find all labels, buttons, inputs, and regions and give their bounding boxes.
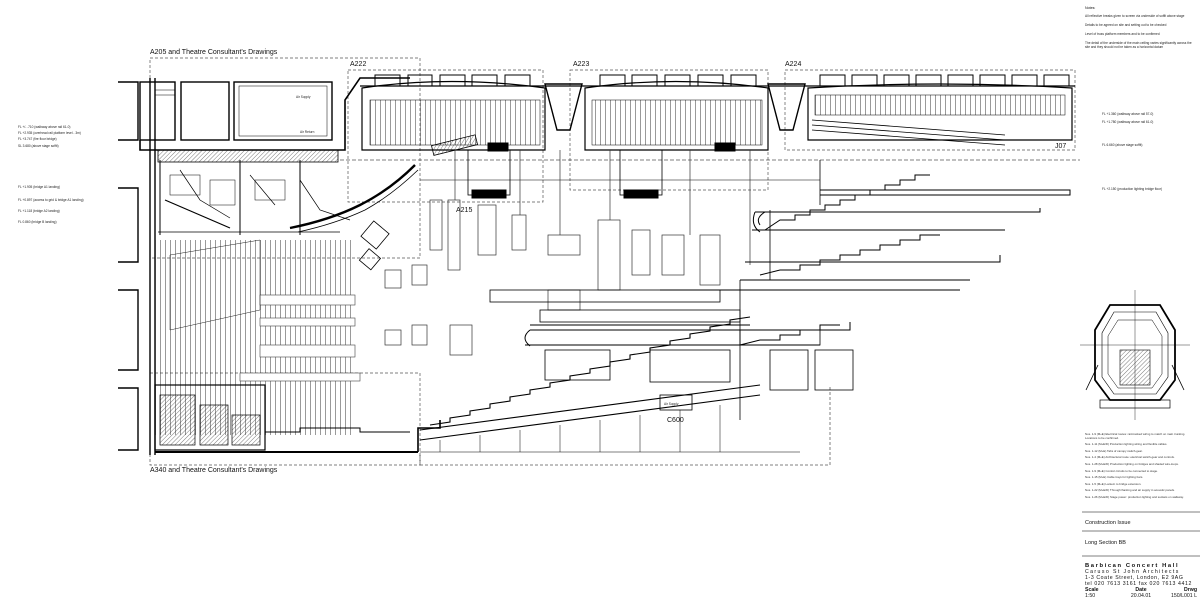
scale-value: 1:50 — [1085, 593, 1096, 599]
level-label-right: FL 6.660 (above stage soffit) — [1102, 143, 1143, 147]
service-note: Nos. 1-12 (M+E) Tabs of canopy switch-ge… — [1085, 448, 1143, 453]
level-label-left: FL +1.118 (bridge A2 landing) — [18, 209, 60, 213]
room-label-air-supply: Air Supply — [296, 95, 311, 99]
left-wall-structure — [118, 78, 156, 455]
stalls-seating — [419, 316, 831, 466]
seat-label: Air Supply — [664, 402, 679, 406]
level-label-right: FL +1.360 (walkway above rail 57-0) — [1102, 112, 1154, 116]
project-name: Barbican Concert Hall — [1085, 563, 1180, 569]
drawing-number: 150/L001 L — [1171, 593, 1197, 599]
level-label-right: FL +2.150 (production lighting bridge fl… — [1102, 187, 1163, 191]
hall-plan-inset — [1080, 290, 1190, 420]
ceiling-coffers — [360, 74, 1075, 131]
firm-name: Caruso St John Architects — [1085, 569, 1180, 575]
level-label-left: FL 0.860 (bridge B landing) — [18, 220, 57, 224]
service-note: Nos. 1-9 (M+E) Electrical routes: rail-t… — [1085, 432, 1186, 440]
drawing-header: Drwg — [1184, 587, 1197, 593]
service-note: Nos. 1-5 (M+E) Lantern to bridge extensi… — [1085, 481, 1142, 486]
date-header: Date — [1135, 587, 1147, 593]
ref-a205: A205 and Theatre Consultant's Drawings — [150, 49, 278, 56]
title-block-headers: Scale Date Drwg — [1085, 587, 1197, 593]
title-block-values: 1:50 20.04.01 150/L001 L — [1085, 593, 1197, 599]
level-label-left: FL +0.897 (access to grid & bridge A1 la… — [18, 198, 84, 202]
service-note: Nos. 1-9 (M+E) Control circuits to be co… — [1085, 468, 1158, 473]
note-line: Level of truss platform members and to b… — [1085, 32, 1160, 36]
ref-j07: J07 — [1055, 143, 1067, 150]
sheet-title: Long Section BB — [1085, 540, 1126, 546]
room-label-air-return: Air Return — [300, 130, 315, 134]
title-block-lines — [1082, 511, 1200, 557]
service-note: Nos. 1-28 (M+E/D) Production lighting on… — [1085, 461, 1179, 466]
firm-address: 1-3 Coate Street, London, E2 9AG — [1085, 575, 1184, 581]
intermediate-beams — [489, 289, 854, 391]
ref-c600: C600 — [667, 417, 684, 424]
note-line: The detail of the underside of the main … — [1085, 41, 1192, 49]
note-line: Details to be agreed on site and setting… — [1085, 23, 1167, 27]
date-value: 20.04.01 — [1130, 593, 1152, 599]
ref-a215: A215 — [456, 207, 473, 214]
level-label-left: FL +1.905 (bridge A1 landing) — [18, 185, 60, 189]
fly-tower-rigging — [157, 149, 419, 235]
ref-a222: A222 — [350, 61, 367, 68]
level-label-left: FL +/- .710 (walkway above rail 61-0) — [18, 125, 71, 129]
lighting-bridges — [340, 149, 1080, 271]
hanging-panels — [384, 150, 751, 356]
scale-header: Scale — [1085, 587, 1099, 593]
level-label-left: FL +3.747 (fire floor bridge) — [18, 137, 57, 141]
ceiling-reflector-bays — [361, 80, 1073, 156]
ref-a223: A223 — [573, 61, 590, 68]
service-note: Nos. 1-4 (M+E) Architectural route: elec… — [1085, 455, 1175, 460]
note-line: All reflective breaks given to screen vi… — [1085, 14, 1185, 18]
plant-rooms — [139, 77, 410, 151]
orchestra-pit — [154, 384, 441, 453]
service-note: Nos. 1-26 (M+E/D) Stage power: productio… — [1085, 494, 1184, 499]
notes-heading: Notes: — [1085, 6, 1096, 10]
general-notes: Notes: All reflective breaks given to sc… — [1085, 6, 1195, 54]
service-note: Nos. 1-11 (M+E/D) Production lighting wi… — [1085, 442, 1168, 447]
level-label-left: SL 3.680 (above stage soffit) — [18, 144, 59, 148]
level-label-left: FL +2.935 (overhead rail platform level … — [18, 131, 81, 135]
ref-a224: A224 — [785, 61, 802, 68]
title-block: Barbican Concert Hall Caruso St John Arc… — [1085, 563, 1197, 599]
firm-contact: tel 020 7613 3161 fax 020 7613 4412 — [1085, 581, 1192, 587]
service-note: Nos. 1-22 (M+E/D) Through flanking and a… — [1085, 488, 1175, 493]
ref-a340: A340 and Theatre Consultant's Drawings — [150, 467, 278, 474]
services-notes: Nos. 1-9 (M+E) Electrical routes: rail-t… — [1085, 432, 1195, 503]
issue-status: Construction Issue — [1085, 520, 1131, 526]
service-note: Nos. 1-15 (M+E) Cable trays for lighting… — [1085, 475, 1144, 480]
level-label-right: FL +1.780 (walkway above rail 61-0) — [1102, 120, 1154, 124]
